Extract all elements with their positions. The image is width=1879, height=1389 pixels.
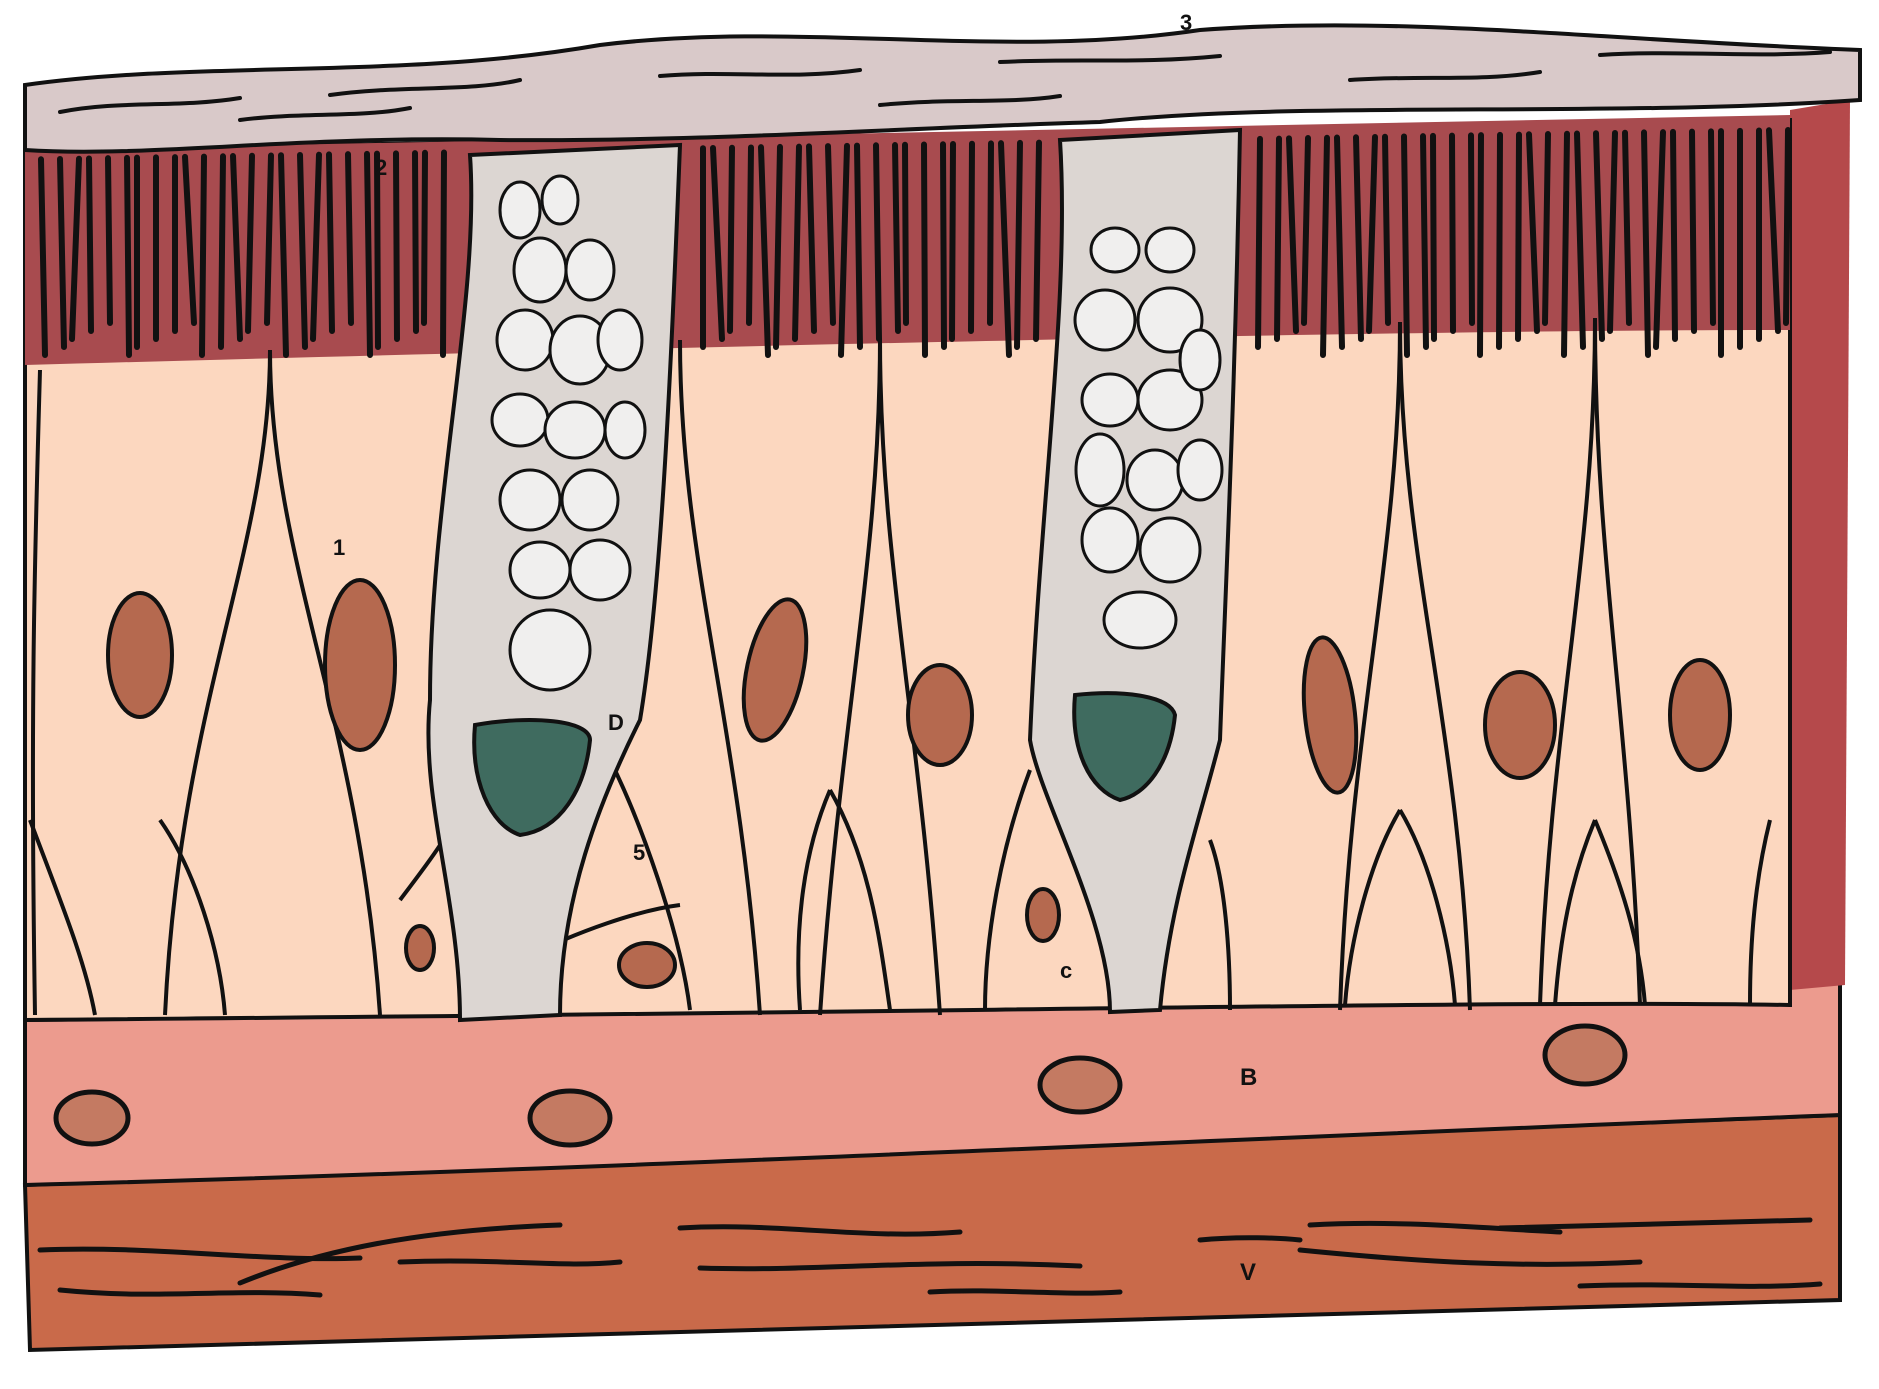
cilium [1323,138,1327,355]
cilium [60,159,64,347]
cilium [1404,136,1407,355]
cilium [1433,136,1434,339]
mucin-droplet [570,540,630,600]
cilium [1545,134,1548,323]
cilium [396,153,397,339]
cilium [990,143,991,323]
mucin-droplet [1140,518,1200,582]
cilium [1711,131,1713,323]
cilium [749,147,751,323]
cilium [1480,135,1481,355]
mucin-droplet [500,182,540,238]
mucin-droplet [492,394,548,446]
cilium [905,145,906,323]
mucin-droplet [605,402,645,458]
cilium [924,144,925,355]
cilium [221,156,223,347]
cilium [1692,132,1694,331]
mucin-droplet [566,240,614,300]
label-top: 3 [1180,10,1192,35]
label-goblet: D [608,710,624,735]
cilium [89,158,91,331]
cilium [1385,137,1388,323]
label-cilia: 2 [375,155,387,180]
mucin-droplet [1091,228,1139,272]
cilium [415,153,416,331]
mucin-droplet [598,310,642,370]
edge-band [1790,100,1850,990]
cilium [971,144,972,331]
cilium [1304,138,1308,323]
mucin-droplet [1104,592,1176,648]
cilium [1017,143,1020,347]
cilium [776,147,780,347]
cilium [424,153,425,323]
label-basal-c: c [1060,958,1072,983]
cilium [876,145,879,339]
cilium [443,153,444,355]
cilium [41,159,45,355]
mucin-droplet [1082,508,1138,572]
cilium [329,154,332,331]
cilium [895,145,898,331]
cilium [1452,136,1453,331]
label-muscle: V [1240,1259,1256,1286]
label-basal-a: 5 [633,840,645,865]
cilium [248,156,252,331]
cilium [1277,139,1279,339]
mucin-droplet [1180,330,1220,390]
mucin-droplet [514,238,566,302]
cilium [1499,135,1500,347]
cilium [730,148,732,331]
cilium [1625,133,1629,323]
mucin-droplet [1082,374,1138,426]
cilium [1786,130,1788,323]
mucin-droplet [1075,290,1135,350]
cilium [943,144,944,347]
mucin-droplet [562,470,618,530]
cilium [127,158,129,355]
cilium [1644,132,1648,355]
mucin-droplet [500,470,560,530]
label-cell-1: 1 [333,535,345,560]
cilium [1423,136,1426,347]
cilium [377,154,378,347]
cilium [267,155,271,323]
cilium [1518,135,1519,339]
mucin-droplet [1146,228,1194,272]
cilium [1564,134,1567,355]
cilium [1471,135,1472,323]
mucin-droplet [510,542,570,598]
mucin-droplet [1178,440,1222,500]
cilium [367,154,370,355]
cilium [1673,132,1675,339]
cilium [1258,139,1260,347]
mucin-droplet [510,610,590,690]
mucin-droplet [1127,450,1183,510]
cilium [857,146,860,347]
mucin-droplet [542,176,578,224]
mucin-droplet [545,402,605,458]
cilium [1036,143,1039,339]
cilium [795,147,799,339]
cilium [952,144,953,339]
mucin-droplet [1076,434,1124,506]
label-lamina: B [1240,1064,1257,1091]
cilium [202,157,204,355]
mucin-droplet [497,310,553,370]
cilium [348,154,351,323]
cilium [108,158,110,323]
